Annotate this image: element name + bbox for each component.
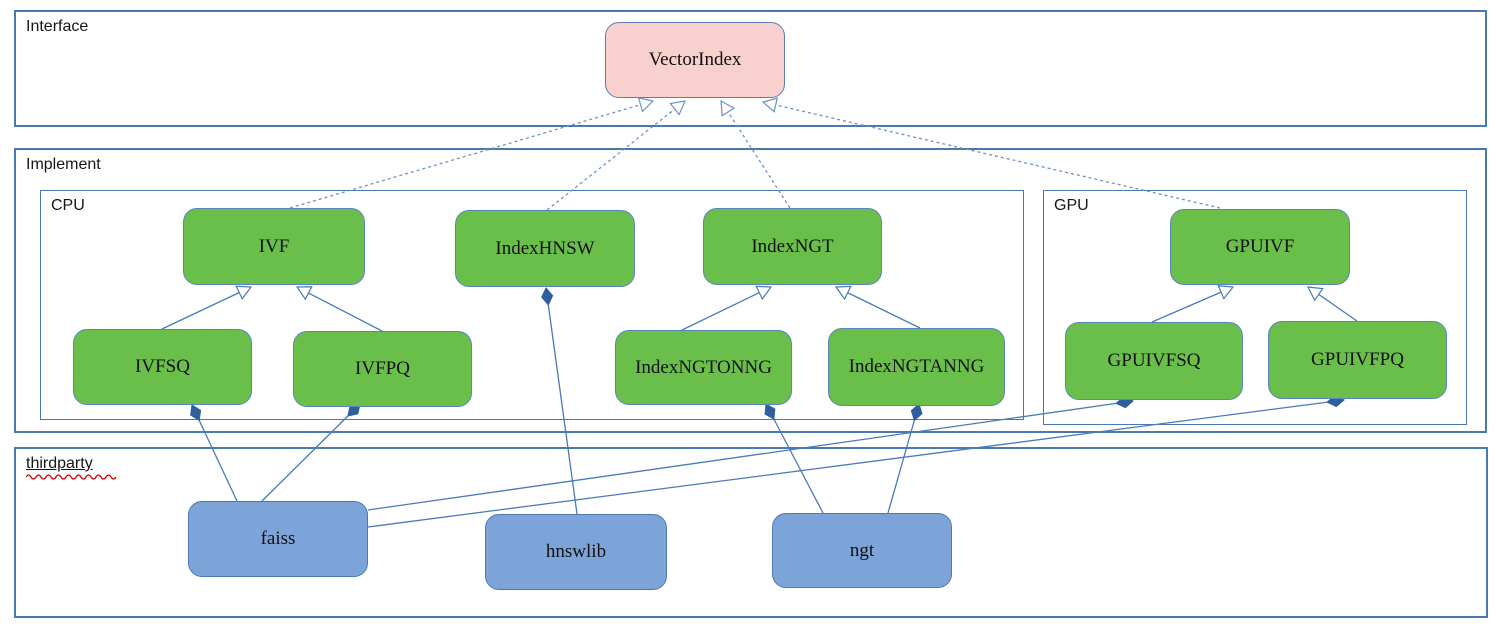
node-label-indexngt: IndexNGT — [751, 235, 834, 257]
edge-faiss-gpuivfsq — [367, 396, 1134, 511]
node-indexngtanng[interactable]: IndexNGTANNG — [828, 328, 1005, 406]
edge-gpuivfsq-gpuivf — [1151, 285, 1235, 323]
edge-indexngtonng-indexngt — [681, 285, 773, 331]
edge-ngt-indexngtanng — [887, 403, 923, 514]
edge-indexhnsw-vectorindex — [546, 100, 686, 211]
node-label-gpuivfsq: GPUIVFSQ — [1107, 350, 1201, 371]
node-label-ivfsq: IVFSQ — [135, 356, 190, 377]
node-label-faiss: faiss — [260, 528, 296, 549]
section-implement: Implement — [14, 148, 1487, 433]
node-label-ivfpq: IVFPQ — [355, 358, 410, 379]
node-faiss[interactable]: faiss — [188, 501, 368, 577]
section-interface-label: Interface — [26, 18, 88, 36]
node-label-gpuivf: GPUIVF — [1225, 236, 1295, 257]
node-hnswlib[interactable]: hnswlib — [485, 514, 667, 590]
node-indexngt[interactable]: IndexNGT — [703, 208, 882, 285]
section-gpu-label: GPU — [1054, 197, 1089, 215]
edge-ivf-vectorindex — [289, 97, 655, 209]
edge-faiss-gpuivfpq — [367, 395, 1345, 528]
section-thirdparty-label: thirdparty — [26, 455, 118, 480]
node-label-vectorindex: VectorIndex — [648, 49, 742, 70]
node-ivfpq[interactable]: IVFPQ — [293, 331, 472, 407]
edge-indexngtanng-indexngt — [834, 285, 921, 329]
node-label-ivf: IVF — [258, 235, 290, 257]
node-label-indexngtanng: IndexNGTANNG — [848, 356, 985, 377]
node-vectorindex[interactable]: VectorIndex — [605, 22, 785, 98]
node-label-gpuivfpq: GPUIVFPQ — [1311, 349, 1404, 370]
section-thirdparty: thirdparty — [14, 447, 1488, 618]
node-ngt[interactable]: ngt — [772, 513, 952, 588]
edge-ngt-indexngtonng — [764, 403, 824, 514]
section-gpu: GPU — [1043, 190, 1467, 425]
edge-ivfsq-ivf — [161, 285, 253, 330]
edge-gpuivf-vectorindex — [761, 97, 1221, 209]
section-gpu-label-text: GPU — [1054, 197, 1089, 214]
section-interface: Interface — [14, 10, 1487, 127]
node-gpuivfsq[interactable]: GPUIVFSQ — [1065, 322, 1243, 400]
node-gpuivf[interactable]: GPUIVF — [1170, 209, 1350, 285]
section-implement-label: Implement — [26, 156, 101, 174]
section-implement-label-text: Implement — [26, 156, 101, 173]
node-indexhnsw[interactable]: IndexHNSW — [455, 210, 635, 287]
node-label-ngt: ngt — [849, 539, 875, 561]
section-cpu-label-text: CPU — [51, 197, 85, 214]
node-gpuivfpq[interactable]: GPUIVFPQ — [1268, 321, 1447, 399]
node-label-indexngtonng: IndexNGTONNG — [635, 356, 772, 378]
edge-gpuivfpq-gpuivf — [1306, 286, 1358, 322]
node-label-indexhnsw: IndexHNSW — [495, 237, 595, 259]
edge-hnswlib-indexhnsw — [541, 287, 578, 515]
node-label-hnswlib: hnswlib — [545, 541, 607, 562]
edge-indexngt-vectorindex — [720, 99, 791, 209]
section-cpu: CPU — [40, 190, 1024, 420]
spellcheck-squiggle — [26, 474, 117, 480]
node-indexngtonng[interactable]: IndexNGTONNG — [615, 330, 792, 405]
edge-faiss-ivfsq — [190, 404, 238, 502]
section-cpu-label: CPU — [51, 197, 85, 215]
edge-ivfpq-ivf — [295, 286, 383, 332]
section-interface-label-text: Interface — [26, 18, 89, 35]
section-thirdparty-label-text: thirdparty — [26, 455, 93, 472]
node-ivfsq[interactable]: IVFSQ — [73, 329, 252, 405]
edge-faiss-ivfpq — [261, 403, 361, 502]
node-ivf[interactable]: IVF — [183, 208, 365, 285]
